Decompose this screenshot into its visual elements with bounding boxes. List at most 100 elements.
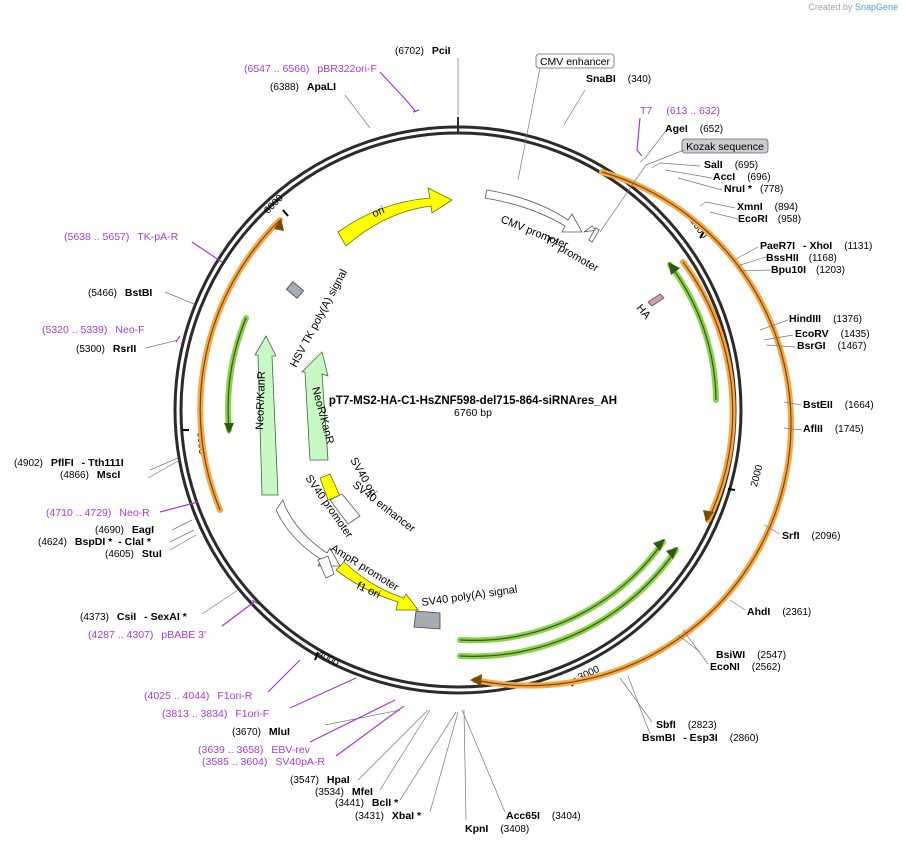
kozak-leader — [645, 149, 685, 166]
site-position: (2860) — [730, 733, 759, 744]
site-label: (5466)BstBI — [88, 287, 152, 299]
label-text: - Tth111I — [82, 457, 124, 469]
neokan-inner-arrow — [301, 351, 329, 461]
label-text: PaeR7I — [760, 240, 795, 252]
site-position: (2096) — [812, 531, 841, 542]
label-text: Neo-R — [119, 507, 150, 519]
label-text: Neo-F — [115, 324, 144, 336]
site-position: (778) — [760, 184, 783, 195]
site-label: BssHII(1168) — [766, 252, 837, 264]
label-text: F1ori-R — [217, 690, 252, 702]
primer-label: T7(613 .. 632) — [640, 105, 720, 117]
site-position: (5300) — [76, 344, 105, 355]
site-position: (4866) — [60, 470, 89, 481]
site-label: (4624) BspDI * - ClaI * — [38, 536, 152, 548]
label-text: BsmBI — [642, 732, 675, 744]
t7-promoter-arrow — [583, 225, 597, 233]
label-text: AhdI — [747, 606, 770, 618]
neokan-outer-arrow — [254, 335, 279, 496]
label-text: (4287 .. 4307) — [88, 629, 153, 641]
site-position: (4373) — [80, 612, 109, 623]
site-label: (4866)MscI — [60, 469, 120, 481]
site-label: (3534)MfeI — [315, 786, 373, 798]
label-text: PciI — [432, 45, 451, 57]
site-position: (340) — [628, 74, 651, 85]
site-position: (1664) — [845, 400, 874, 411]
label-text: SbfI — [656, 719, 676, 731]
site-label: PaeR7I- XhoI(1131) — [760, 240, 872, 252]
label-text: EBV-rev — [271, 744, 310, 756]
label-text: - Esp3I — [683, 732, 718, 744]
site-position: (2361) — [782, 607, 811, 618]
site-position: (4624) — [38, 537, 67, 548]
site-label: SrfI(2096) — [782, 530, 840, 542]
site-label: EcoNI(2562) — [710, 661, 781, 673]
label-text: PflFI — [51, 457, 74, 469]
site-position: (1376) — [833, 314, 862, 325]
site-label: (3670)MluI — [232, 726, 290, 738]
label-text: XbaI * — [392, 810, 422, 822]
orf-second-outer-core — [682, 261, 734, 521]
label-text: NruI * — [724, 183, 753, 195]
label-text: Acc65I — [506, 810, 540, 822]
label-text: (4710 .. 4729) — [46, 507, 111, 519]
label-text: BclI * — [372, 797, 399, 809]
site-label: (3431)XbaI * — [355, 810, 422, 822]
site-position: (695) — [735, 160, 758, 171]
site-label: BsiWI(2547) — [716, 649, 786, 661]
label-text: EcoRI — [738, 213, 768, 225]
restriction-sites: (6702)PciI SnaBI(340) (6388)ApaLI AgeI(6… — [14, 45, 874, 835]
green-right-core — [669, 264, 717, 401]
site-label: (4902)PflFI- Tth111I — [14, 457, 124, 469]
label-text: (5320 .. 5339) — [42, 324, 107, 336]
label-text: AgeI — [665, 123, 688, 135]
label-text: RsrII — [113, 343, 136, 355]
primer-label: (5320 .. 5339) Neo-F — [42, 324, 145, 336]
green-bottom-inner-core — [459, 549, 677, 657]
label-text: - SexAI * — [144, 611, 188, 623]
site-position: (3441) — [335, 798, 364, 809]
label-text: BspDI * — [75, 536, 113, 548]
sv40-enhancer-box — [329, 493, 361, 525]
site-label: Bpu10I(1203) — [771, 264, 845, 276]
site-position: (958) — [778, 214, 801, 225]
label-text: EagI — [132, 524, 154, 536]
site-position: (4605) — [105, 549, 134, 560]
hsv-tk-label: HSV TK poly(A) signal — [288, 267, 350, 369]
label-text: Bpu10I — [771, 264, 806, 276]
site-position: (2562) — [752, 662, 781, 673]
snapgene-credit: Created by SnapGene — [808, 2, 898, 12]
site-label: BsmBI - Esp3I (2860) — [642, 732, 759, 744]
ori-label: ori — [370, 204, 386, 220]
label-text: BsiWI — [716, 649, 745, 661]
site-label: HindIII (1376) — [789, 313, 862, 325]
boxed-labels: CMV enhancer Kozak sequence — [517, 53, 769, 233]
label-text: - ClaI * — [118, 536, 152, 548]
label-text: (4025 .. 4044) — [144, 690, 209, 702]
label-text: - XhoI — [803, 240, 832, 252]
site-position: (894) — [775, 202, 798, 213]
site-label: Acc65I(3404) — [506, 810, 581, 822]
tick-4000 — [314, 651, 319, 661]
sv40-polya-box — [413, 610, 441, 630]
site-label: AgeI(652) — [665, 123, 723, 135]
primer-label: (5638 .. 5657)TK-pA-R — [64, 231, 179, 243]
site-label: EcoRI (958) — [738, 213, 801, 225]
site-position: (1168) — [809, 253, 837, 264]
orf-left-outer-core — [199, 219, 281, 511]
label-text: MfeI — [352, 786, 373, 798]
green-left-core — [227, 317, 247, 431]
label-text: StuI — [142, 548, 162, 560]
label-text: pBR322ori-F — [317, 63, 377, 75]
orf-main-outer-core — [474, 171, 792, 687]
label-text: HindIII — [789, 313, 821, 325]
f1ori-arrow — [335, 561, 419, 611]
site-position: (6702) — [395, 46, 424, 57]
hsv-tk-box — [285, 281, 305, 299]
label-text: EcoRV — [795, 328, 829, 340]
site-label: NruI * (778) — [724, 183, 783, 195]
label-text: CsiI — [117, 611, 136, 623]
label-text: BstBI — [125, 287, 153, 299]
green-right-head — [668, 262, 680, 275]
